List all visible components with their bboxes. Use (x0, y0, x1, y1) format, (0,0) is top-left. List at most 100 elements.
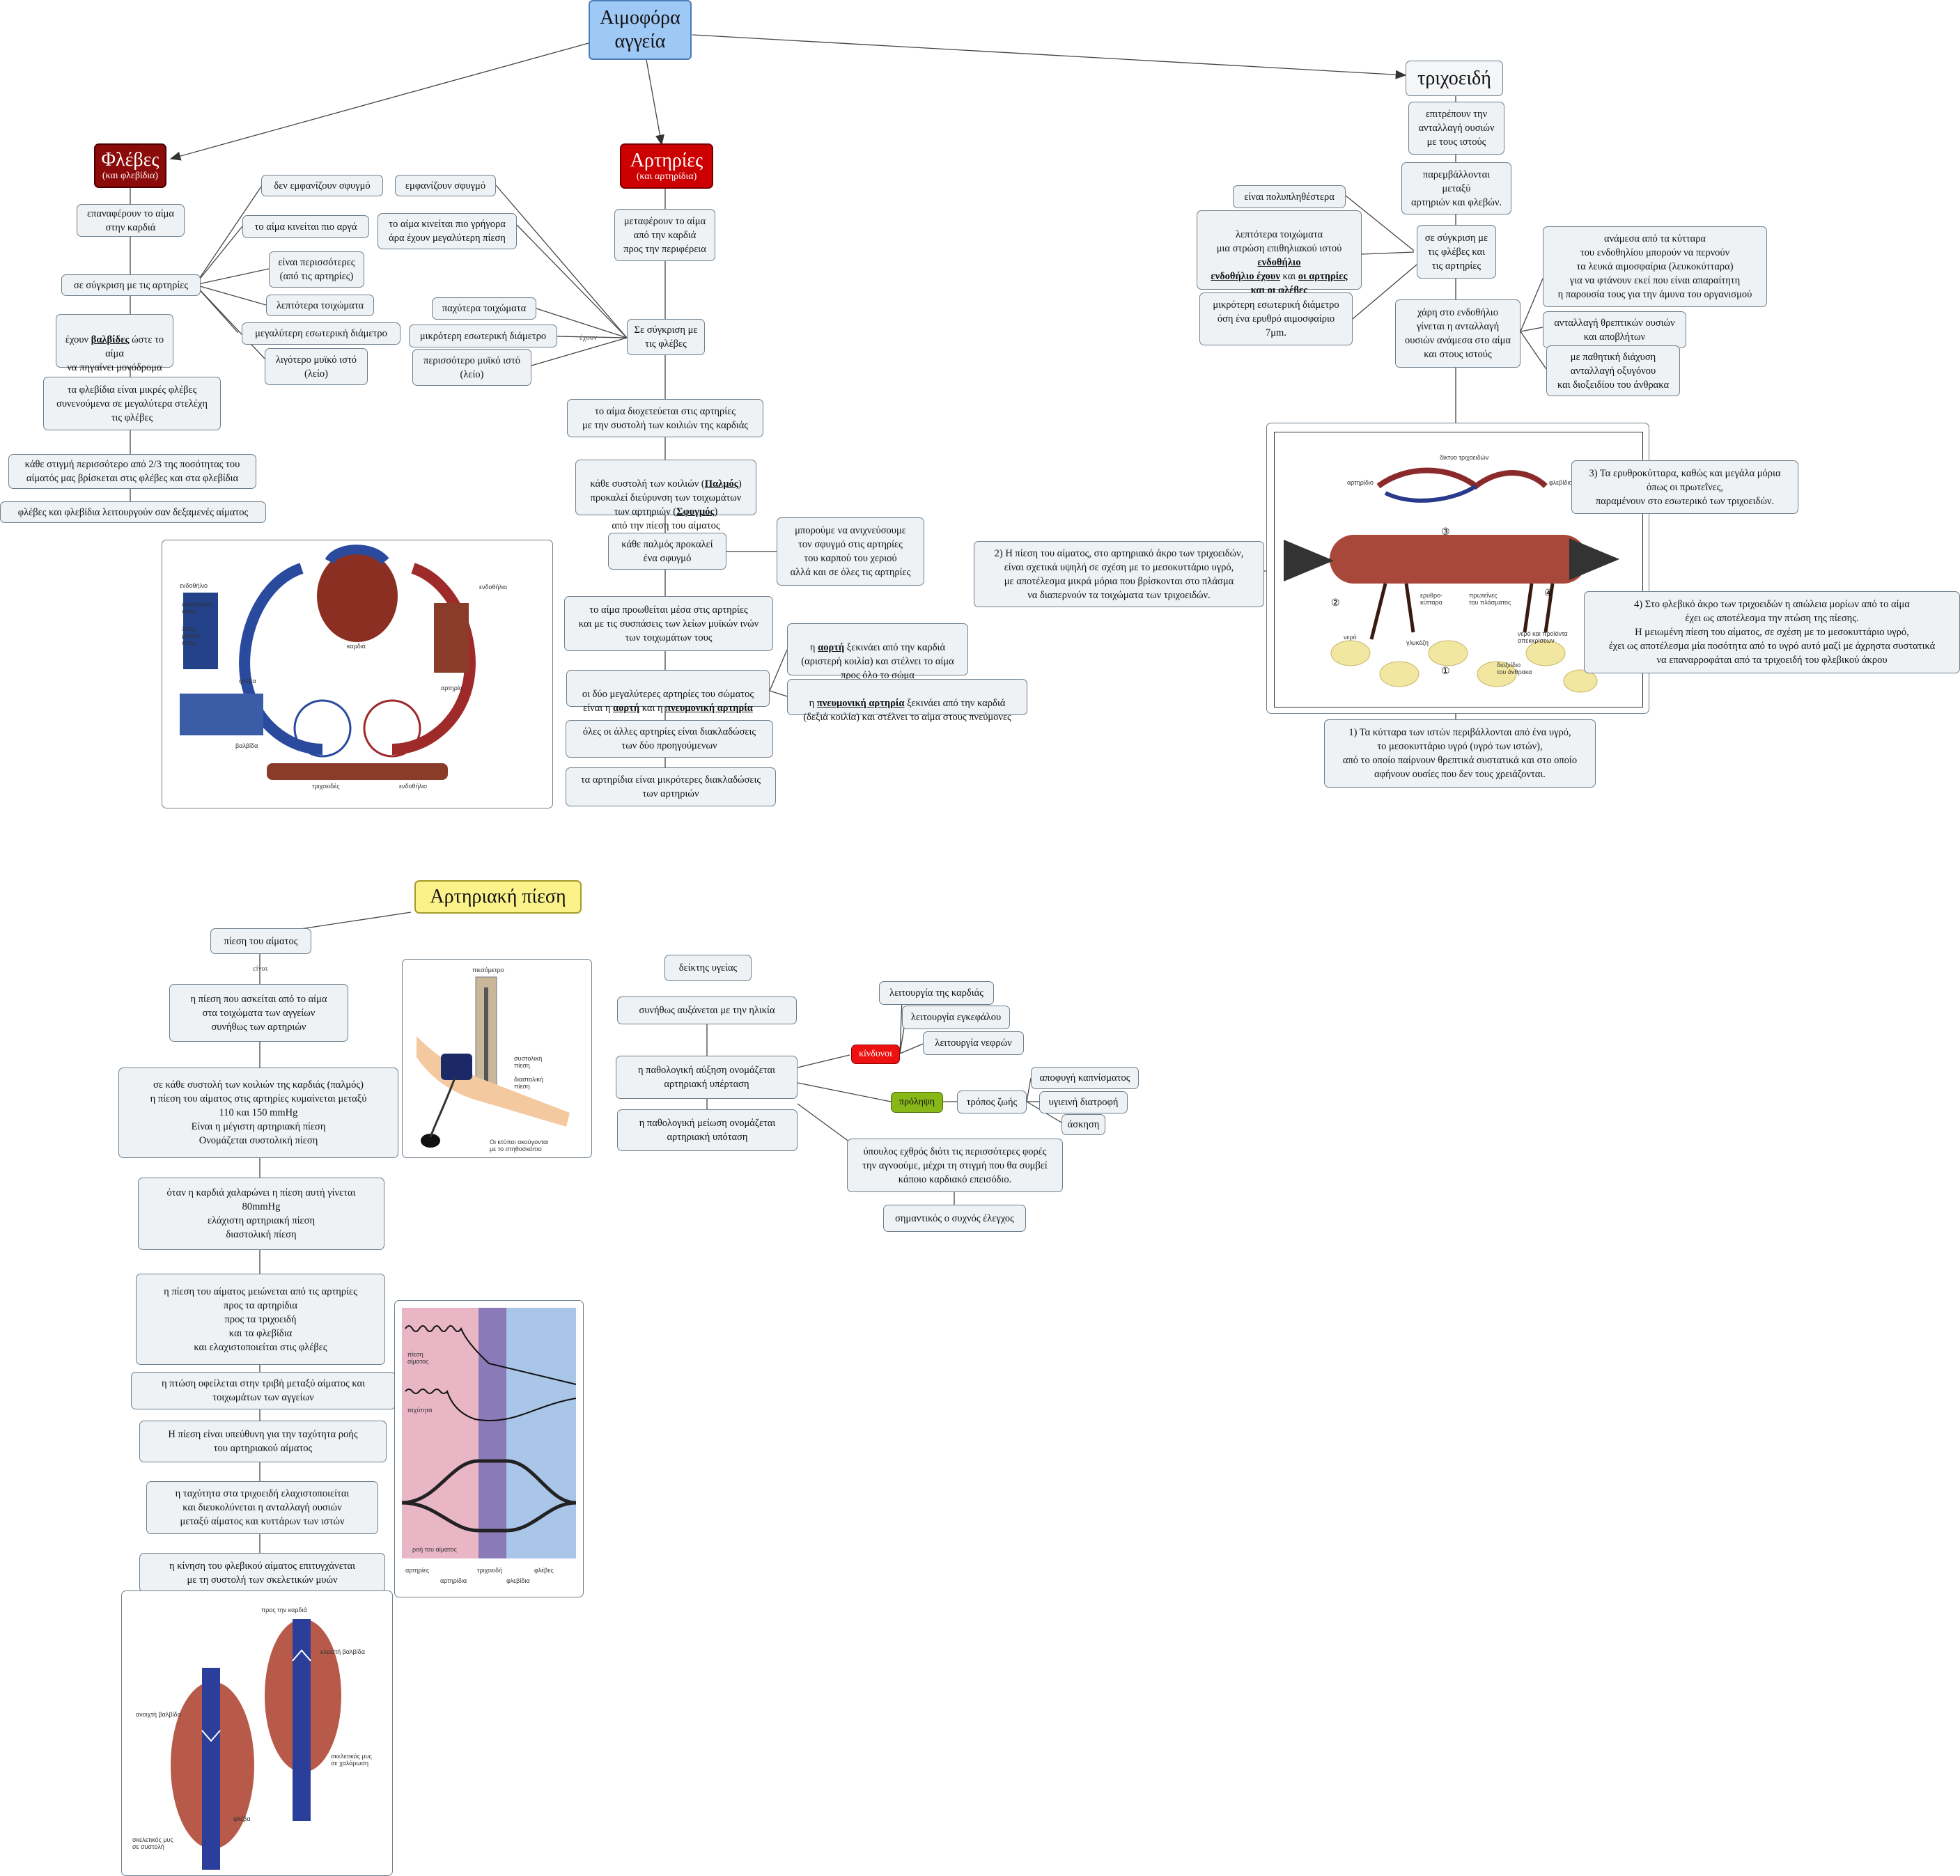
arteries-two-largest[interactable]: οι δύο μεγαλύτερες αρτηρίες του σώματος … (566, 670, 770, 714)
graph-x-veins: φλέβες (534, 1567, 554, 1574)
fig-capillary-label: τριχοειδές (312, 783, 340, 790)
veins-reservoir[interactable]: φλέβες και φλεβίδια λειτουργούν σαν δεξα… (0, 501, 266, 523)
pressure-frequent-check[interactable]: σημαντικός ο συχνός έλεγχος (883, 1205, 1026, 1232)
danger-brain-function[interactable]: λειτουργία εγκεφάλου (902, 1006, 1010, 1029)
arteries-more-muscle[interactable]: περισσότερο μυϊκό ιστό (λείο) (412, 349, 531, 386)
arteries-smooth-muscle-push[interactable]: το αίμα προωθείται μέσα στις αρτηρίες κα… (564, 596, 773, 651)
pressure-silent-enemy[interactable]: ύπουλος εχθρός διότι τις περισσότερες φο… (847, 1139, 1063, 1192)
aorta-term: αορτή (818, 642, 845, 653)
fig-artery-label: αρτηρία (441, 685, 462, 691)
danger-heart-function[interactable]: λειτουργία της καρδιάς (879, 981, 994, 1005)
capillaries-step1[interactable]: 1) Τα κύτταρα των ιστών περιβάλλονται απ… (1324, 719, 1596, 788)
capillaries-small-diameter[interactable]: μικρότερη εσωτερική διάμετρο όση ένα ερυ… (1199, 292, 1353, 345)
capillaries-more-numerous[interactable]: είναι πολυπληθέστερα (1233, 185, 1346, 208)
veins-less-muscle[interactable]: λιγότερο μυϊκό ιστό (λείο) (265, 348, 368, 385)
graph-flow-label: ροή του αίματος (412, 1546, 458, 1553)
fig-valve-label: βαλβίδα (235, 742, 258, 749)
cap-arteries-term: οι αρτηρίες (1298, 271, 1348, 282)
veins-subtitle: (και φλεβίδια) (102, 171, 159, 181)
veins-compare[interactable]: σε σύγκριση με τις αρτηρίες (61, 274, 201, 296)
veins-larger-diameter[interactable]: μεγαλύτερη εσωτερική διάμετρο (242, 322, 400, 345)
capillaries-compare[interactable]: σε σύγκριση με τις φλέβες και τις αρτηρί… (1417, 225, 1496, 279)
veins-header[interactable]: Φλέβες (και φλεβίδια) (94, 143, 166, 188)
graph-x-capillaries: τριχοειδή (477, 1567, 502, 1574)
veins-blood-volume[interactable]: κάθε στιγμή περισσότερο από 2/3 της ποσό… (8, 454, 256, 489)
pressure-friction[interactable]: η πτώση οφείλεται στην τριβή μεταξύ αίμα… (131, 1372, 396, 1409)
capillaries-leukocytes[interactable]: ανάμεσα από τα κύτταρα του ενδοθηλίου μπ… (1543, 226, 1767, 307)
pressure-definition[interactable]: η πίεση που ασκείται από το αίμα στα τοι… (169, 984, 348, 1042)
arteries-pulse[interactable]: εμφανίζουν σφυγμό (395, 175, 496, 196)
pressure-header[interactable]: Αρτηριακή πίεση (414, 880, 582, 914)
pressure-prevention[interactable]: πρόληψη (891, 1092, 943, 1113)
pressure-health-indicator[interactable]: δείκτης υγείας (664, 955, 752, 981)
arteries-compare[interactable]: Σε σύγκριση με τις φλέβες (627, 319, 705, 355)
pressure-decreases[interactable]: η πίεση του αίματος μειώνεται από τις αρ… (136, 1274, 385, 1365)
pressure-diastolic[interactable]: όταν η καρδιά χαλαρώνει η πίεση αυτή γίν… (138, 1178, 384, 1250)
veins-valves[interactable]: έχουν βαλβίδες ώστε το αίμα να πηγαίνει … (56, 314, 173, 387)
arteries-carry-blood[interactable]: μεταφέρουν το αίμα από την καρδιά προς τ… (614, 209, 715, 261)
aorta-description[interactable]: η αορτή ξεκινάει από την καρδιά (αριστερ… (787, 623, 968, 681)
danger-kidney-function[interactable]: λειτουργία νεφρών (923, 1031, 1024, 1055)
pressure-dangers[interactable]: κίνδυνοι (851, 1045, 900, 1064)
capillaries-diffusion[interactable]: με παθητική διάχυση ανταλλαγή οξυγόνου κ… (1546, 345, 1680, 396)
arteries-pulse-dilation[interactable]: κάθε συστολή των κοιλιών (Παλμός) προκαλ… (575, 460, 756, 531)
arteries-thicker-walls[interactable]: παχύτερα τοιχώματα (432, 297, 536, 320)
capillaries-step3[interactable]: 3) Τα ερυθροκύτταρα, καθώς και μεγάλα μό… (1571, 460, 1798, 514)
veins-thinner-walls[interactable]: λεπτότερα τοιχώματα (266, 295, 374, 316)
pressure-capillary-speed[interactable]: η ταχύτητα στα τριχοειδή ελαχιστοποιείτα… (146, 1481, 378, 1534)
arteries-blood-ejection[interactable]: το αίμα διοχετεύεται στις αρτηρίες με τη… (567, 399, 763, 437)
capillaries-endothelium-exchange[interactable]: χάρη στο ενδοθήλιο γίνεται η ανταλλαγή ο… (1395, 299, 1520, 368)
muscle-pump-figure: προς την καρδιά ανοιχτή βαλβίδα κλειστή … (121, 1590, 393, 1876)
pressure-blood-pressure[interactable]: πίεση του αίματος (210, 928, 311, 954)
arteries-pulmonary-term: πνευμονική αρτηρία (665, 703, 753, 714)
capillaries-thin-walls[interactable]: λεπτότερα τοιχώματα μια στρώση επιθηλιακ… (1197, 210, 1362, 296)
arteries-smaller-diameter[interactable]: μικρότερη εσωτερική διάμετρο (409, 325, 557, 347)
veins-return-blood[interactable]: επαναφέρουν το αίμα στην καρδιά (77, 204, 185, 237)
pressure-is-label: είναι (253, 964, 268, 973)
arteries-header[interactable]: Αρτηρίες (και αρτηρίδια) (620, 143, 713, 189)
capillaries-header[interactable]: τριχοειδή (1406, 61, 1503, 96)
root-node-blood-vessels[interactable]: Αιμοφόρα αγγεία (589, 0, 692, 60)
veins-slow-blood[interactable]: το αίμα κινείται πιο αργά (242, 215, 369, 238)
pressure-hypotension[interactable]: η παθολογική μείωση ονομάζεται αρτηριακή… (617, 1109, 798, 1151)
cap-endothelium-term: ενδοθήλιο (1257, 257, 1301, 268)
capillaries-between[interactable]: παρεμβάλλονται μεταξύ αρτηριών και φλεβώ… (1401, 162, 1511, 214)
venules-small-veins[interactable]: τα φλεβίδια είναι μικρές φλέβες συνενούμ… (43, 377, 221, 430)
arteries-fast-blood[interactable]: το αίμα κινείται πιο γρήγορα άρα έχουν μ… (378, 213, 517, 249)
capillaries-exchange[interactable]: επιτρέπουν την ανταλλαγή ουσιών με τους … (1408, 102, 1504, 155)
lifestyle-exercise[interactable]: άσκηση (1061, 1114, 1105, 1135)
lifestyle-no-smoking[interactable]: αποφυγή καπνίσματος (1031, 1067, 1139, 1089)
pressure-systolic[interactable]: σε κάθε συστολή των κοιλιών της καρδιάς … (118, 1068, 398, 1158)
pressure-hypertension[interactable]: η παθολογική αύξηση ονομάζεται αρτηριακή… (616, 1056, 798, 1099)
pressure-age-increase[interactable]: συνήθως αυξάνεται με την ηλικία (617, 996, 797, 1024)
pulmonary-artery-description[interactable]: η πνευμονική αρτηρία ξεκινάει από την κα… (787, 679, 1027, 723)
prevention-lifestyle[interactable]: τρόπος ζωής (957, 1091, 1027, 1113)
capfig-arteriole-label: αρτηρίδιο (1347, 479, 1374, 486)
veins-no-pulse[interactable]: δεν εμφανίζουν σφυγμό (261, 175, 383, 196)
arteries-n3-c: ) προκαλεί διεύρυνση των τοιχωμάτων των … (590, 478, 742, 517)
graph-x-venules: φλεβίδια (506, 1577, 530, 1584)
capfig-net-label: δίκτυο τριχοειδών (1440, 454, 1489, 461)
veins-more-numerous[interactable]: είναι περισσότερες (από τις αρτηρίες) (269, 251, 364, 288)
capillaries-step4[interactable]: 4) Στο φλεβικό άκρο των τριχοειδών η απώ… (1584, 591, 1960, 673)
arteries-branches[interactable]: όλες οι άλλες αρτηρίες είναι διακλαδώσει… (566, 720, 773, 758)
arteries-beat-causes-pulse[interactable]: κάθε παλμός προκαλεί ένα σφυγμό (608, 533, 726, 570)
capillaries-nutrient-exchange[interactable]: ανταλλαγή θρεπτικών ουσιών και αποβλήτων (1543, 311, 1686, 348)
pressure-venous-movement[interactable]: η κίνηση του φλεβικού αίματος επιτυγχάνε… (139, 1553, 385, 1593)
fig-vein-label: φλέβα (239, 678, 256, 685)
lifestyle-healthy-diet[interactable]: υγιεινή διατροφή (1039, 1091, 1128, 1113)
muscle-vein-label: φλέβα (233, 1815, 251, 1822)
graph-x-arterioles: αρτηρίδια (440, 1577, 467, 1584)
arteries-detect-pulse[interactable]: μπορούμε να ανιχνεύσουμε τον σφυγμό στις… (777, 517, 924, 586)
arteries-n3-a: κάθε συστολή των κοιλιών ( (590, 478, 705, 490)
arterioles-branches[interactable]: τα αρτηρίδια είναι μικρότερες διακλαδώσε… (566, 767, 776, 806)
capillaries-step2[interactable]: 2) Η πίεση του αίματος, στο αρτηριακό άκ… (974, 541, 1264, 607)
veins-valves-bold: βαλβίδες (91, 334, 130, 345)
pressure-flow-speed[interactable]: Η πίεση είναι υπεύθυνη για την ταχύτητα … (139, 1421, 387, 1462)
